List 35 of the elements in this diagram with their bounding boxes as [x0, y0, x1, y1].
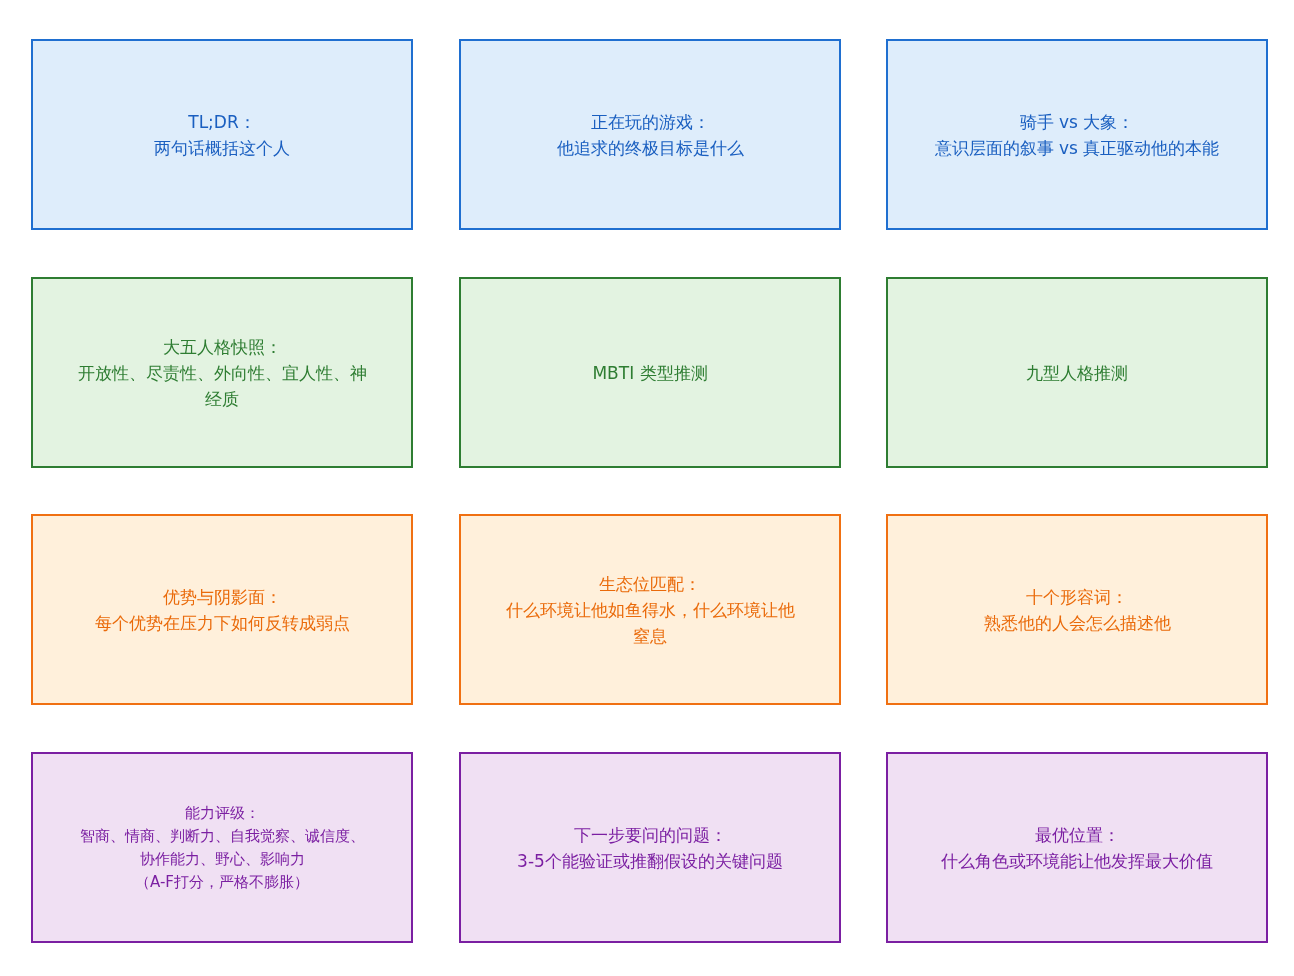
card-text: 意识层面的叙事 vs 真正驱动他的本能: [934, 136, 1220, 160]
topic-card: [31, 514, 413, 705]
topic-card: [31, 277, 413, 468]
card-text: 九型人格推测: [1026, 361, 1128, 385]
card-text: （A-F打分，严格不膨胀）: [135, 871, 309, 893]
card-text: 每个优势在压力下如何反转成弱点: [94, 611, 350, 635]
topic-card: [886, 39, 1268, 230]
card-text: 智商、情商、判断力、自我觉察、诚信度、协作能力、野心、影响力: [78, 825, 366, 870]
card-text: 熟悉他的人会怎么描述他: [983, 611, 1171, 635]
card-text: 什么角色或环境能让他发挥最大价值: [941, 849, 1213, 873]
card-text: 两句话概括这个人: [154, 136, 290, 160]
topic-card: [31, 39, 413, 230]
card-heading: 大五人格快照：: [162, 335, 282, 359]
card-text: 3-5个能验证或推翻假设的关键问题: [517, 849, 783, 873]
topic-card: [31, 752, 413, 943]
card-heading: TL;DR：: [188, 110, 256, 134]
card-heading: 优势与阴影面：: [162, 585, 282, 609]
topic-card: [459, 514, 841, 705]
topic-card: [886, 277, 1268, 468]
card-heading: 十个形容词：: [1026, 585, 1128, 609]
topic-card: [459, 39, 841, 230]
card-text: 开放性、尽责性、外向性、宜人性、神经质: [76, 361, 368, 411]
card-heading: 最优位置：: [1034, 823, 1120, 847]
card-text: MBTI 类型推测: [592, 361, 708, 385]
card-heading: 下一步要问的问题：: [573, 823, 727, 847]
card-heading: 骑手 vs 大象：: [1019, 110, 1135, 134]
topic-card: [886, 752, 1268, 943]
topic-card: [459, 277, 841, 468]
topic-card: [886, 514, 1268, 705]
card-heading: 正在玩的游戏：: [590, 110, 710, 134]
card-text: 他追求的终极目标是什么: [556, 136, 744, 160]
topic-card: [459, 752, 841, 943]
card-heading: 能力评级：: [184, 802, 260, 824]
card-heading: 生态位匹配：: [599, 572, 701, 596]
card-text: 什么环境让他如鱼得水，什么环境让他窒息: [504, 598, 796, 648]
